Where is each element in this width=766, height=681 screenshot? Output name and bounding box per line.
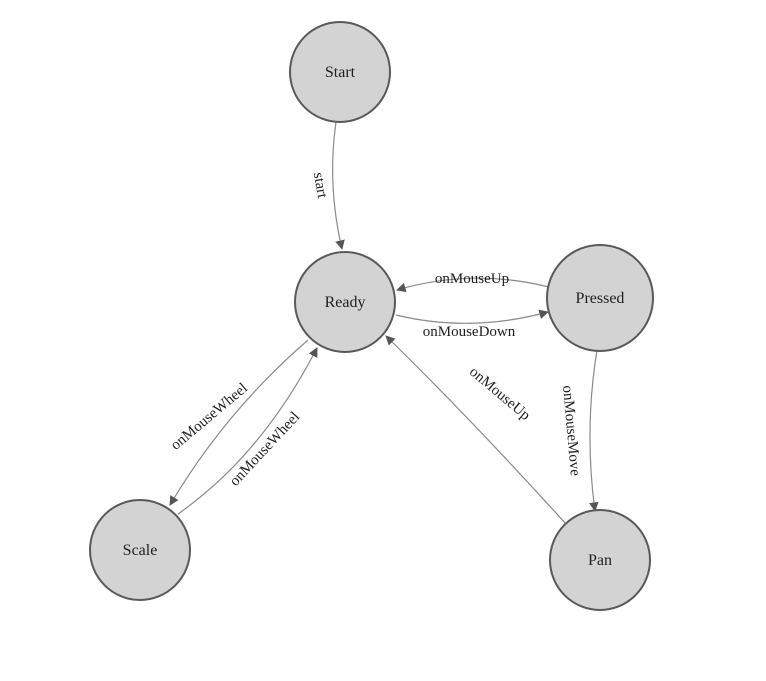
state-circle-start — [289, 21, 391, 123]
state-circle-scale — [89, 499, 191, 601]
transition-edge-ready-to-pressed — [395, 309, 549, 324]
state-node-start: Start — [289, 21, 391, 123]
state-node-pan: Pan — [549, 509, 651, 611]
state-label-pan: Pan — [588, 552, 612, 569]
transition-edge-pressed-to-pan — [589, 349, 599, 512]
transition-label-pressed-to-ready: onMouseUp — [435, 271, 509, 287]
transition-edge-ready-to-scale — [169, 339, 309, 506]
transition-edge-pan-to-ready — [385, 335, 567, 525]
transition-label-pan-to-ready: onMouseUp — [466, 364, 533, 424]
state-label-ready: Ready — [325, 294, 366, 311]
transition-label-ready-to-scale: onMouseWheel — [168, 380, 251, 453]
state-node-ready: Ready — [294, 251, 396, 353]
transition-label-pressed-to-pan: onMouseMove — [559, 385, 583, 477]
state-label-pressed: Pressed — [576, 290, 625, 307]
transition-label-ready-to-pressed: onMouseDown — [423, 324, 516, 340]
state-circle-pressed — [546, 244, 654, 352]
transition-label-start-to-ready: start — [310, 171, 330, 200]
state-label-scale: Scale — [123, 542, 158, 559]
state-circle-pan — [549, 509, 651, 611]
state-node-scale: Scale — [89, 499, 191, 601]
state-circle-ready — [294, 251, 396, 353]
transition-edge-scale-to-ready — [177, 347, 318, 515]
state-label-start: Start — [325, 64, 356, 81]
transition-edge-start-to-ready — [332, 121, 345, 250]
state-node-pressed: Pressed — [546, 244, 654, 352]
transition-edge-pressed-to-ready — [396, 277, 550, 293]
transition-label-scale-to-ready: onMouseWheel — [227, 409, 303, 489]
